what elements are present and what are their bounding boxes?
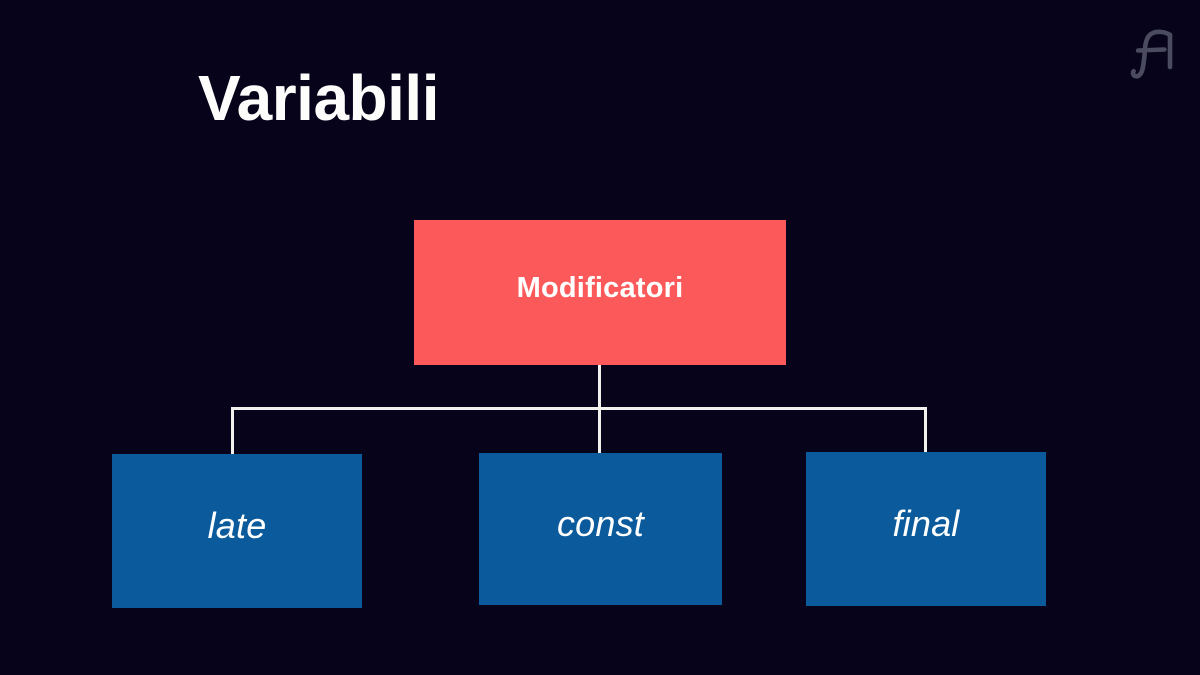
script-f-glyph bbox=[1130, 29, 1173, 79]
page-title: Variabili bbox=[198, 62, 439, 134]
diagram-node-label: final bbox=[892, 503, 960, 544]
diagram-node-label: const bbox=[556, 503, 645, 544]
diagram-node-label: Modificatori bbox=[516, 272, 684, 304]
diagram-node-late[interactable]: late bbox=[112, 454, 362, 608]
diagram-node-const[interactable]: const bbox=[479, 453, 722, 605]
script-f-logo-icon bbox=[1126, 22, 1184, 84]
diagram-node-final[interactable]: final bbox=[806, 452, 1046, 606]
diagram-node-label: late bbox=[207, 505, 267, 546]
diagram-node-modificatori[interactable]: Modificatori bbox=[414, 220, 786, 365]
